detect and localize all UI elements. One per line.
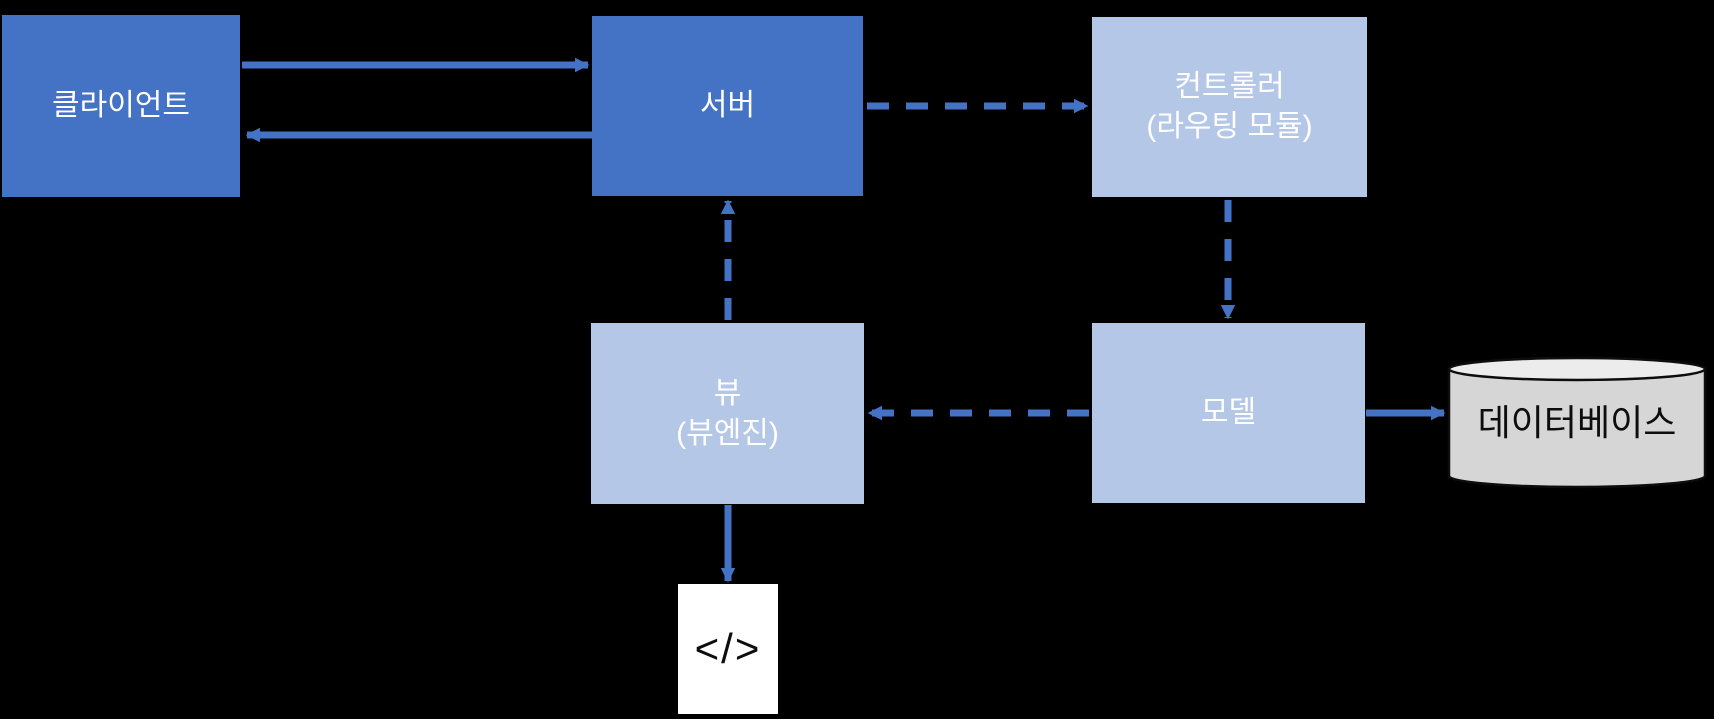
controller-node: 컨트롤러 (라우팅 모듈) bbox=[1092, 17, 1367, 197]
controller-label-line1: 컨트롤러 bbox=[1174, 70, 1285, 104]
model-node: 모델 bbox=[1092, 323, 1365, 503]
edges-group bbox=[242, 57, 1446, 583]
client-node: 클라이언트 bbox=[2, 15, 240, 197]
code-icon: </> bbox=[694, 625, 762, 673]
controller-label-line2: (라우팅 모듈) bbox=[1146, 110, 1313, 143]
view-label-line1: 뷰 bbox=[713, 376, 742, 410]
server-node: 서버 bbox=[592, 16, 863, 196]
database-cylinder-top bbox=[1447, 356, 1707, 382]
view-label-line2: (뷰엔진) bbox=[676, 416, 779, 450]
client-label: 클라이언트 bbox=[52, 89, 190, 123]
server-label: 서버 bbox=[699, 89, 756, 123]
database-cylinder bbox=[1447, 356, 1707, 489]
code-box: </> bbox=[678, 584, 778, 714]
database-label: 데이터베이스 bbox=[1477, 402, 1677, 443]
view-node: 뷰 (뷰엔진) bbox=[591, 323, 864, 504]
model-label: 모델 bbox=[1200, 396, 1257, 430]
database-cylinder-body bbox=[1447, 367, 1707, 489]
